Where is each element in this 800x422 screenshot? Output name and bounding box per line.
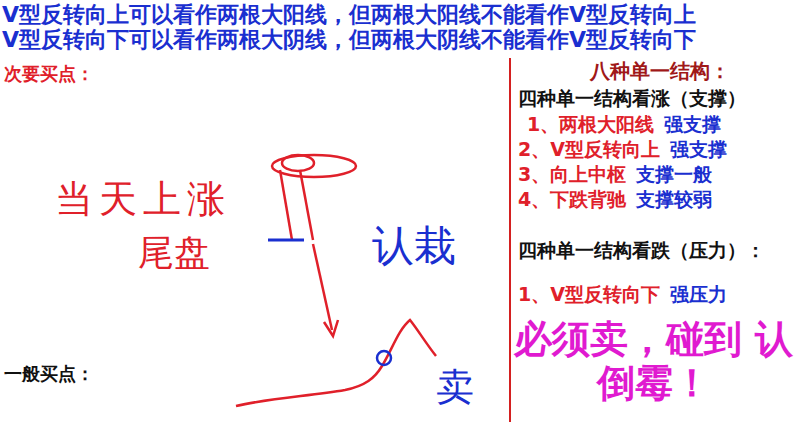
blue-level: [268, 239, 304, 242]
red-arrow: [313, 244, 332, 330]
note-label: 2、V型反转向上: [518, 139, 660, 161]
top-ellipse: [282, 155, 314, 171]
note-label: 4、下跌背驰: [518, 189, 626, 211]
blue-circle: [377, 351, 391, 365]
note-label: 当天上涨: [55, 178, 231, 222]
note-label: 卖: [436, 366, 474, 410]
arrow-head: [324, 320, 338, 336]
note-label: 3、向上中枢: [518, 164, 626, 186]
note-label: 支撑较弱: [636, 189, 712, 211]
note-label: 四种单一结构看涨（支撑）: [518, 88, 746, 110]
note-label: 八种单一结构：: [590, 60, 730, 83]
price-curve: [236, 320, 436, 406]
red-line: [280, 170, 292, 240]
note-label: 一般买点：: [4, 364, 94, 385]
note-label: 次要买点：: [4, 64, 94, 85]
top-ellipse: [272, 155, 356, 177]
note-label: 强压力: [670, 284, 727, 306]
note-label: 四种单一结构看跌（压力）：: [518, 240, 765, 262]
note-label: 1、两根大阳线: [527, 114, 654, 136]
note-label: V型反转向下可以看作两根大阴线，但两根大阴线不能看作V型反转向下: [2, 27, 696, 52]
note-label: 尾盘: [138, 232, 210, 273]
note-label: 认栽: [372, 222, 456, 270]
note-label: 强支撑: [664, 114, 721, 136]
note-label: 强支撑: [670, 139, 727, 161]
red-line: [300, 170, 313, 240]
note-label: 必须卖，碰到 认倒霉！: [511, 318, 796, 405]
divider-line: [509, 58, 511, 422]
note-label: 支撑一般: [636, 164, 712, 186]
note-label: 1、V型反转向下: [518, 284, 660, 306]
note-label: V型反转向上可以看作两根大阳线，但两根大阳线不能看作V型反转向上: [2, 2, 696, 27]
